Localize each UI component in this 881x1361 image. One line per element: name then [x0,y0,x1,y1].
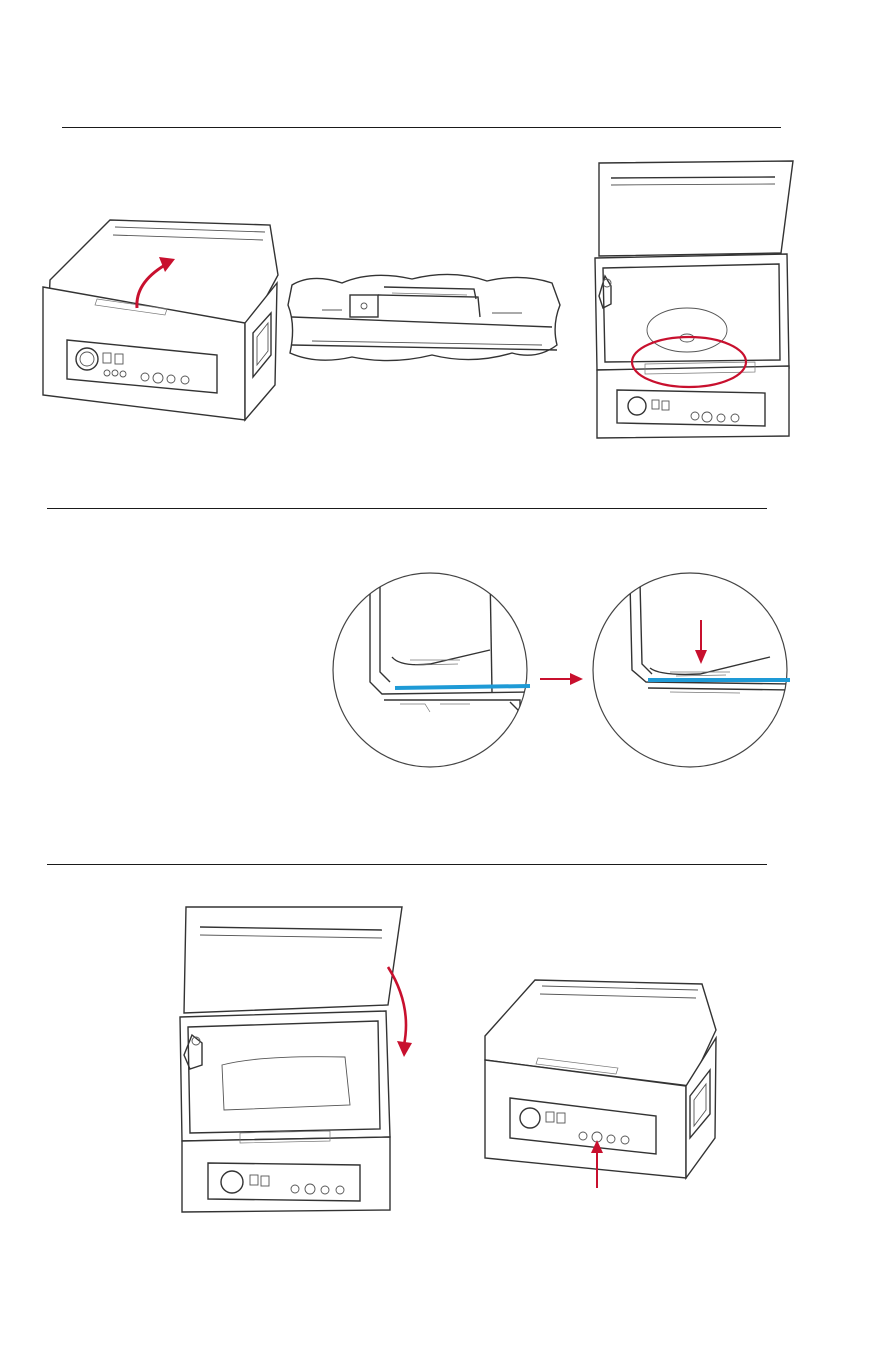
section-divider-3 [47,864,767,865]
latch-detail-illustration [282,265,567,370]
gasket-after-closeup [590,572,790,772]
closed-machine-illustration [35,215,295,430]
section-divider-1 [62,127,781,128]
open-machine-gasket-illustration [575,158,805,448]
gasket-before-closeup [330,572,530,772]
open-machine-close-illustration [160,905,425,1220]
section-divider-2 [47,508,767,509]
step-arrow [538,670,588,690]
closed-machine-press-illustration [480,978,720,1193]
